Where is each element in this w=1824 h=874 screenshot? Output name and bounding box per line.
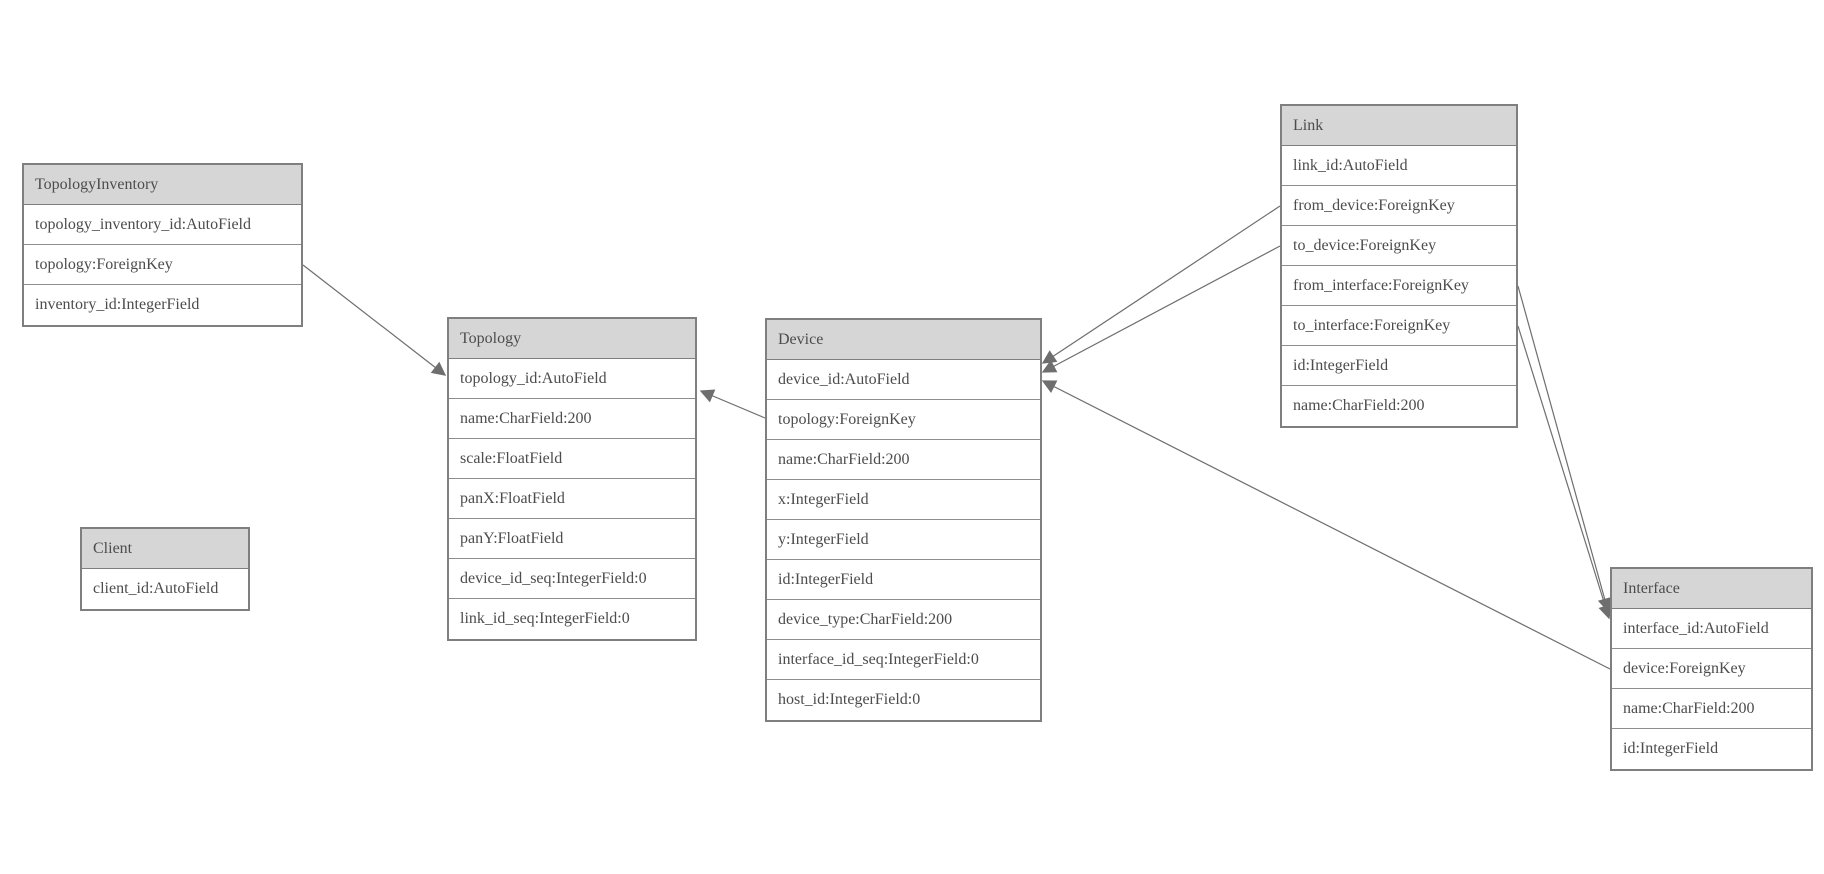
entity-interface: Interface interface_id:AutoField device:… [1610, 567, 1813, 771]
entity-client-title: Client [82, 529, 248, 569]
field-topology-panY: panY:FloatField [449, 519, 695, 559]
field-topology-scale: scale:FloatField [449, 439, 695, 479]
entity-link-title: Link [1282, 106, 1516, 146]
edge-link-fromdevice-device [1041, 205, 1281, 364]
entity-topologyinventory-title: TopologyInventory [24, 165, 301, 205]
field-device-device_type: device_type:CharField:200 [767, 600, 1040, 640]
field-device-topology: topology:ForeignKey [767, 400, 1040, 440]
field-topology-link_id_seq: link_id_seq:IntegerField:0 [460, 610, 630, 627]
field-topologyinventory-topology: topology:ForeignKey [24, 245, 301, 285]
entity-link: Link link_id:AutoField from_device:Forei… [1280, 104, 1518, 428]
field-topology-device_id_seq: device_id_seq:IntegerField:0 [449, 559, 695, 599]
field-link-link_id: link_id:AutoField [1282, 146, 1516, 186]
field-topology-panX: panX:FloatField [449, 479, 695, 519]
field-device-host_id: host_id:IntegerField:0 [778, 691, 921, 708]
field-topologyinventory-inventory_id: inventory_id:IntegerField [35, 296, 200, 313]
field-interface-name: name:CharField:200 [1612, 689, 1811, 729]
entity-topology: Topology topology_id:AutoField name:Char… [447, 317, 697, 641]
edge-link-frominterface-interface [1517, 285, 1612, 613]
field-interface-interface_id: interface_id:AutoField [1612, 609, 1811, 649]
field-device-name: name:CharField:200 [767, 440, 1040, 480]
field-link-from_device: from_device:ForeignKey [1282, 186, 1516, 226]
entity-topologyinventory: TopologyInventory topology_inventory_id:… [22, 163, 303, 327]
field-device-x: x:IntegerField [767, 480, 1040, 520]
field-interface-id: id:IntegerField [1623, 740, 1719, 757]
field-link-to_device: to_device:ForeignKey [1282, 226, 1516, 266]
entity-interface-title: Interface [1612, 569, 1811, 609]
field-topology-topology_id: topology_id:AutoField [449, 359, 695, 399]
edge-link-todevice-device [1041, 245, 1281, 373]
field-interface-device: device:ForeignKey [1612, 649, 1811, 689]
field-device-y: y:IntegerField [767, 520, 1040, 560]
field-link-from_interface: from_interface:ForeignKey [1282, 266, 1516, 306]
field-topology-name: name:CharField:200 [449, 399, 695, 439]
field-device-id: id:IntegerField [767, 560, 1040, 600]
field-device-interface_id_seq: interface_id_seq:IntegerField:0 [767, 640, 1040, 680]
entity-topology-title: Topology [449, 319, 695, 359]
entity-device: Device device_id:AutoField topology:Fore… [765, 318, 1042, 722]
edge-topologyinventory-topology [302, 264, 447, 376]
entity-device-title: Device [767, 320, 1040, 360]
field-device-device_id: device_id:AutoField [767, 360, 1040, 400]
edge-device-topology [699, 389, 766, 419]
edge-link-tointerface-interface [1517, 325, 1612, 620]
field-link-to_interface: to_interface:ForeignKey [1282, 306, 1516, 346]
field-topologyinventory-topology_inventory_id: topology_inventory_id:AutoField [24, 205, 301, 245]
field-link-id: id:IntegerField [1282, 346, 1516, 386]
entity-client: Client client_id:AutoField [80, 527, 250, 611]
field-link-name: name:CharField:200 [1293, 397, 1425, 414]
field-client-client_id: client_id:AutoField [93, 580, 219, 597]
